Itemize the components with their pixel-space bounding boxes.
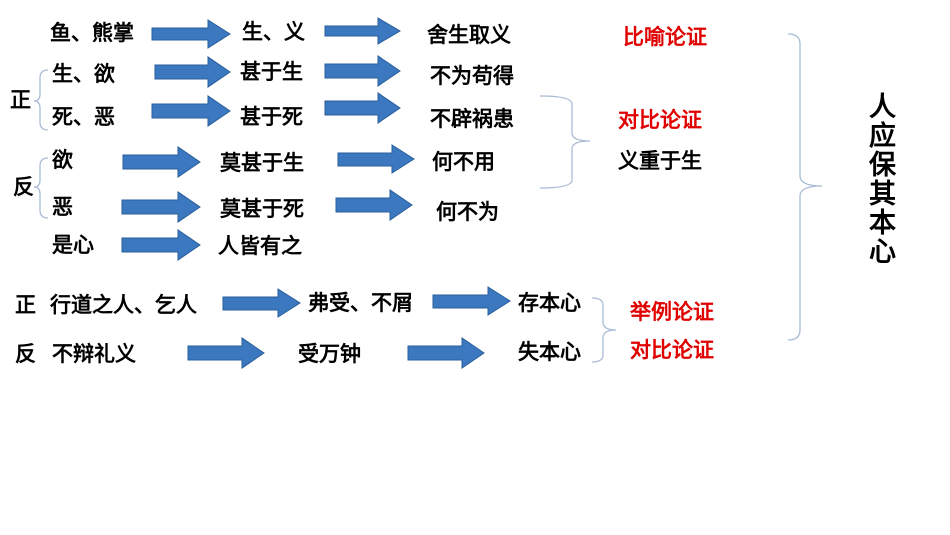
row3-degree: 甚于死 <box>240 105 303 129</box>
arrow-row5-1 <box>121 191 201 223</box>
row7-result: 存本心 <box>518 291 581 315</box>
label-example: 举例论证 <box>630 300 714 324</box>
brace-example <box>591 297 617 363</box>
arrow-row1-1 <box>151 19 231 49</box>
row5-subject: 恶 <box>52 195 73 219</box>
brace-conclusion <box>787 33 823 341</box>
arrow-row3-2 <box>324 92 401 124</box>
fan-label-1: 反 <box>13 175 34 199</box>
row3-subject: 死、恶 <box>52 105 115 129</box>
row4-subject: 欲 <box>52 148 73 172</box>
arrow-row4-1 <box>122 146 201 178</box>
row5-result: 何不为 <box>436 200 499 224</box>
label-metaphor: 比喻论证 <box>623 25 707 49</box>
row8-subject: 不辩礼义 <box>52 342 136 366</box>
arrow-row7-2 <box>432 286 511 316</box>
row2-degree: 甚于生 <box>240 60 303 84</box>
label-contrast-1: 对比论证 <box>618 108 702 132</box>
arrow-row2-1 <box>154 56 231 88</box>
arrow-row7-1 <box>222 288 301 318</box>
row5-degree: 莫甚于死 <box>220 197 304 221</box>
row6-subject: 是心 <box>52 233 94 257</box>
row1-choice: 生、义 <box>242 20 305 44</box>
row3-result: 不辟祸患 <box>430 107 514 131</box>
brace-fan1 <box>33 157 49 219</box>
row2-result: 不为苟得 <box>430 64 514 88</box>
zheng-label-1: 正 <box>10 88 31 112</box>
fan-label-2: 反 <box>15 342 36 366</box>
arrow-row4-2 <box>337 144 415 174</box>
brace-contrast1 <box>539 95 591 189</box>
row4-degree: 莫甚于生 <box>220 151 304 175</box>
label-contrast-2: 对比论证 <box>630 338 714 362</box>
row8-action: 受万钟 <box>298 342 361 366</box>
arrow-row3-1 <box>151 95 231 127</box>
row4-result: 何不用 <box>432 150 495 174</box>
brace-zheng1 <box>33 69 49 131</box>
arrow-row6-1 <box>121 229 201 261</box>
arrow-row2-2 <box>324 55 401 87</box>
conclusion-text: 人应保其本心 <box>864 92 895 266</box>
row8-result: 失本心 <box>518 340 581 364</box>
row2-subject: 生、欲 <box>52 62 115 86</box>
arrow-row5-2 <box>335 189 413 221</box>
row7-subject: 行道之人、乞人 <box>50 293 197 317</box>
arrow-row8-2 <box>407 337 485 369</box>
row1-subject: 鱼、熊掌 <box>50 21 134 45</box>
label-yi-over-life: 义重于生 <box>618 149 702 173</box>
zheng-label-2: 正 <box>15 293 36 317</box>
arrow-row1-2 <box>324 17 401 45</box>
arrow-row8-1 <box>187 337 265 369</box>
row1-result: 舍生取义 <box>427 23 511 47</box>
row6-result: 人皆有之 <box>218 234 302 258</box>
row7-action: 弗受、不屑 <box>308 291 413 315</box>
